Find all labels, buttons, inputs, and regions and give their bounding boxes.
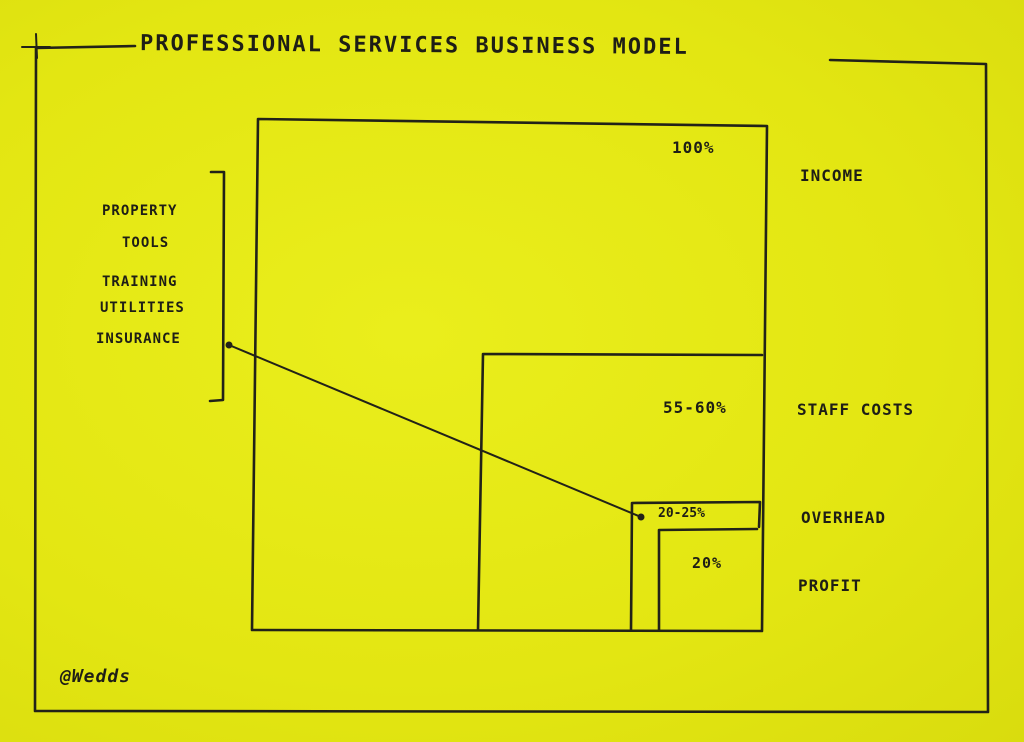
- connector-start-dot: [225, 341, 233, 349]
- overhead-item-utilities: UTILITIES: [100, 300, 185, 316]
- overhead-label: OVERHEAD: [801, 508, 887, 527]
- profit-percent: 20%: [692, 554, 723, 572]
- connector-end-dot: [637, 513, 645, 521]
- profit-box: [657, 527, 759, 632]
- profit-label: PROFIT: [798, 576, 862, 595]
- overhead-items-bracket: [208, 170, 226, 403]
- overhead-item-insurance: INSURANCE: [96, 331, 181, 347]
- income-label: INCOME: [800, 166, 864, 185]
- diagram-title: PROFESSIONAL SERVICES BUSINESS MODEL: [139, 31, 689, 60]
- overhead-percent: 20-25%: [658, 506, 705, 521]
- staff-costs-label: STAFF COSTS: [797, 400, 914, 419]
- staff-costs-percent: 55-60%: [663, 398, 727, 417]
- overhead-item-training: TRAINING: [102, 274, 178, 290]
- income-percent: 100%: [672, 138, 715, 157]
- overhead-connector-line: [228, 344, 642, 518]
- income-box: [250, 117, 769, 633]
- author-signature: @Wedds: [60, 666, 132, 687]
- overhead-box: [629, 500, 762, 632]
- staff-costs-box: [476, 352, 764, 632]
- outer-frame: [33, 44, 990, 714]
- overhead-item-property: PROPERTY: [102, 203, 178, 219]
- overhead-item-tools: TOOLS: [122, 235, 170, 251]
- frame-corner-tick: [21, 33, 51, 59]
